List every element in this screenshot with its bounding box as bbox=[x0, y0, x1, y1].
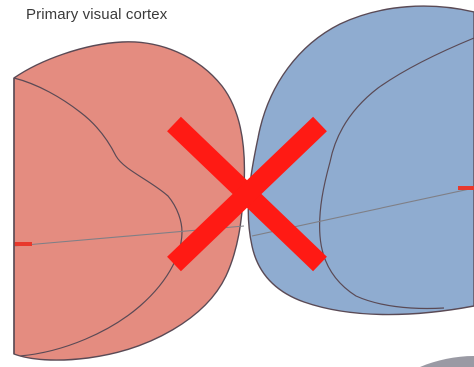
left-hemisphere-body bbox=[14, 42, 244, 360]
left-hemisphere bbox=[14, 42, 244, 360]
right-red-marker bbox=[458, 186, 474, 190]
lower-structure-fragment bbox=[420, 356, 474, 367]
left-red-marker bbox=[14, 242, 32, 246]
